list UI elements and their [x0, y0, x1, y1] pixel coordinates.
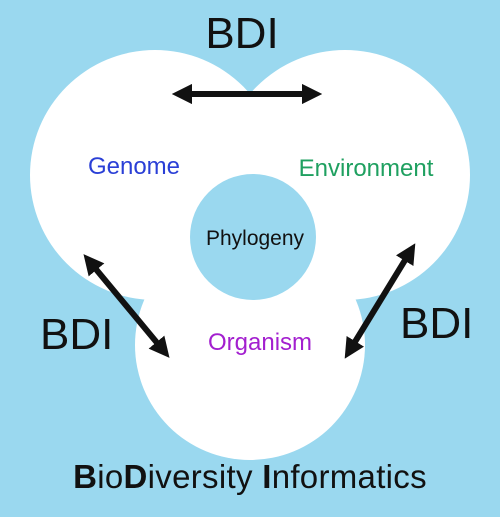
center-fill [155, 150, 345, 340]
footer-nformatics: nformatics [271, 458, 427, 495]
bdi-label-top: BDI [205, 9, 279, 58]
footer-b: B [73, 458, 98, 495]
footer-d: D [123, 458, 148, 495]
organism-label: Organism [207, 329, 313, 356]
genome-label: Genome [87, 153, 181, 180]
arrow-environment-organism [344, 243, 416, 359]
bdi-label-left: BDI [40, 310, 114, 359]
bdi-label-right: BDI [400, 299, 474, 348]
phylogeny-label: Phylogeny [205, 227, 305, 250]
footer-i: I [262, 458, 272, 495]
footer-iversity: iversity [147, 458, 263, 495]
footer-io: io [97, 458, 124, 495]
arrow-genome-organism [83, 254, 170, 358]
three-circle-blob [30, 50, 470, 460]
environment-label: Environment [298, 155, 434, 182]
footer-title: BioDiversity Informatics [73, 460, 427, 493]
